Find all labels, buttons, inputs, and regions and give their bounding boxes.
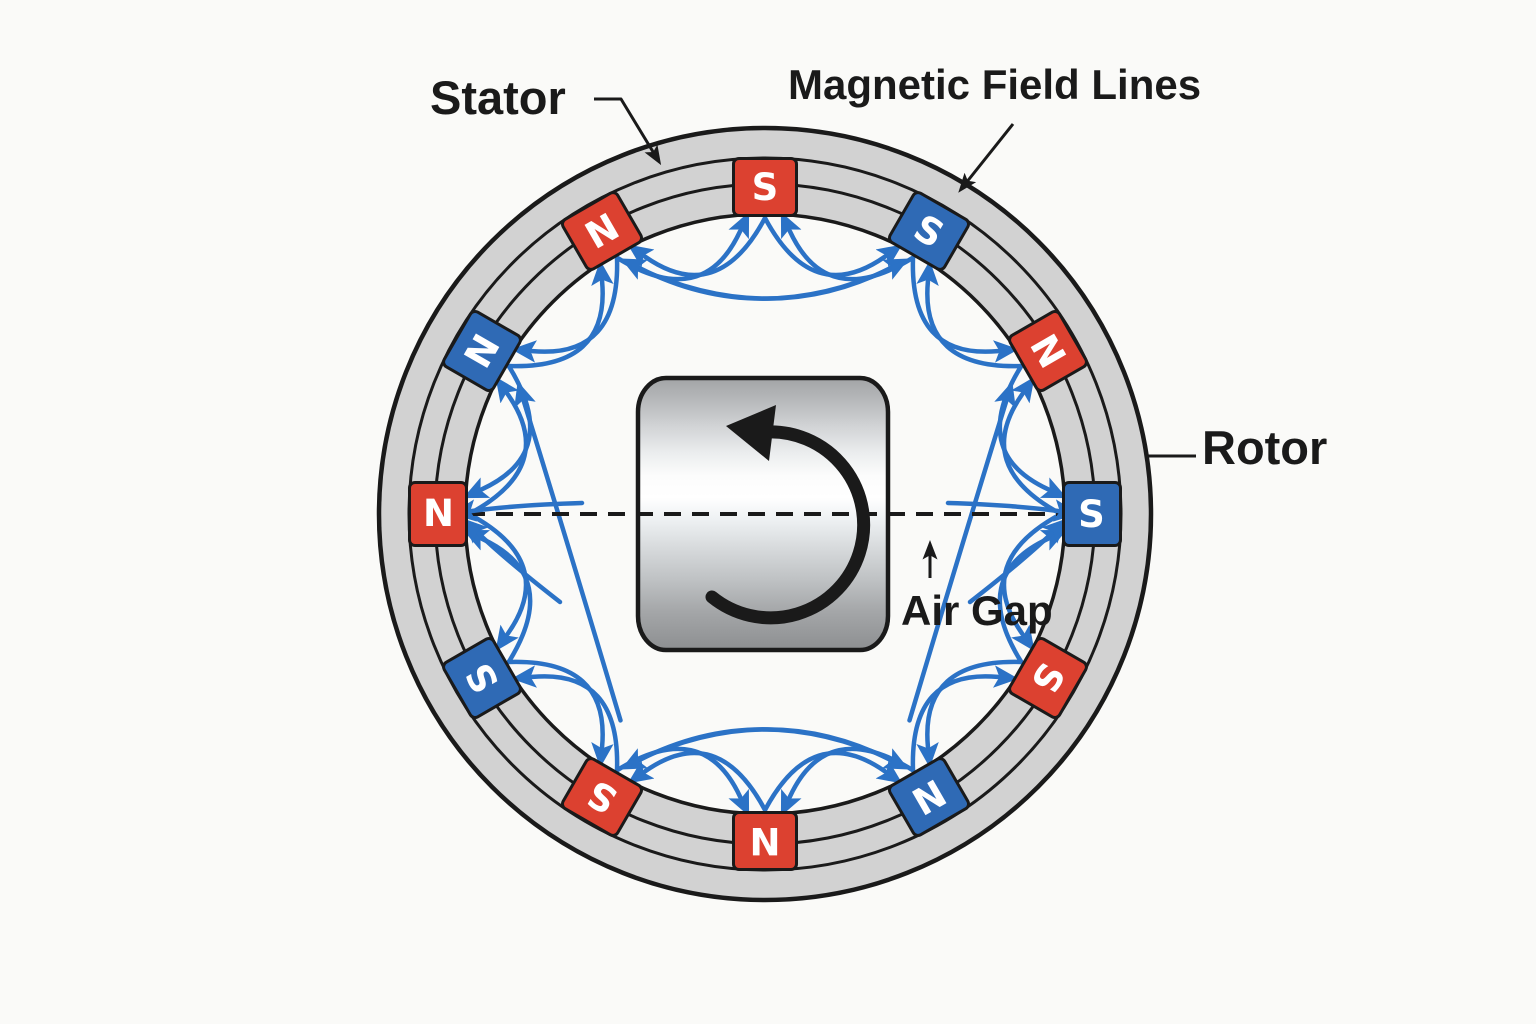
field-line-arc	[466, 376, 529, 517]
field-line-arc	[762, 215, 903, 278]
field-line-arc	[462, 529, 533, 665]
pole-letter: N	[749, 819, 781, 863]
rotation-arrow-head-icon	[726, 405, 776, 461]
label-stator: Stator	[430, 71, 566, 124]
stator-magnet-9: N	[408, 481, 468, 547]
axis-field-arrows-group	[451, 499, 1079, 605]
field-line-long-arc	[907, 381, 1016, 723]
field-line-arc	[762, 750, 903, 813]
pole-letter: S	[906, 205, 951, 257]
field-line-arc	[511, 255, 620, 363]
field-line-arc	[506, 659, 614, 768]
field-line-long-arc	[514, 381, 623, 723]
pole-letter: N	[1021, 326, 1075, 375]
stator-magnet-3: S	[1062, 481, 1122, 547]
field-line-arc	[916, 260, 1024, 369]
pole-letter: N	[455, 326, 509, 375]
field-line-arc	[627, 215, 768, 278]
field-lines-leader-arrow	[958, 123, 1015, 193]
pole-letter: S	[456, 655, 508, 700]
magnetic-field-lines-group	[462, 211, 1068, 817]
axis-field-arrow	[967, 518, 1068, 605]
stator-leader-arrow	[594, 97, 662, 166]
label-rotor: Rotor	[1202, 421, 1328, 474]
rotation-arrow-arc	[705, 425, 871, 625]
field-line-arc	[910, 255, 1019, 363]
field-line-arc	[916, 659, 1024, 768]
axis-field-arrow	[462, 518, 563, 605]
pole-letter: S	[751, 165, 779, 209]
axis-field-arrow	[451, 499, 585, 522]
axis-field-arrow	[945, 499, 1079, 522]
pole-letter: N	[577, 204, 626, 258]
field-line-long-arc	[620, 258, 907, 301]
field-line-arc	[997, 529, 1068, 665]
field-line-long-arc	[623, 727, 910, 770]
stator-magnet-12: S	[732, 157, 798, 217]
leader-lines	[594, 97, 1196, 578]
field-line-arc	[910, 665, 1019, 773]
field-line-arc	[627, 750, 768, 813]
pole-letter: S	[579, 771, 624, 823]
label-magnetic-field-lines: Magnetic Field Lines	[788, 61, 1202, 108]
field-line-arc	[511, 665, 620, 773]
field-line-arc	[506, 260, 614, 369]
pole-letter: S	[1078, 492, 1106, 536]
pole-letter: N	[904, 770, 953, 824]
field-line-arc	[1001, 376, 1064, 517]
stator-magnet-6: N	[732, 811, 798, 871]
label-air-gap: Air Gap	[901, 587, 1053, 634]
pole-letter: S	[1022, 655, 1074, 700]
pole-letter: N	[422, 492, 454, 536]
